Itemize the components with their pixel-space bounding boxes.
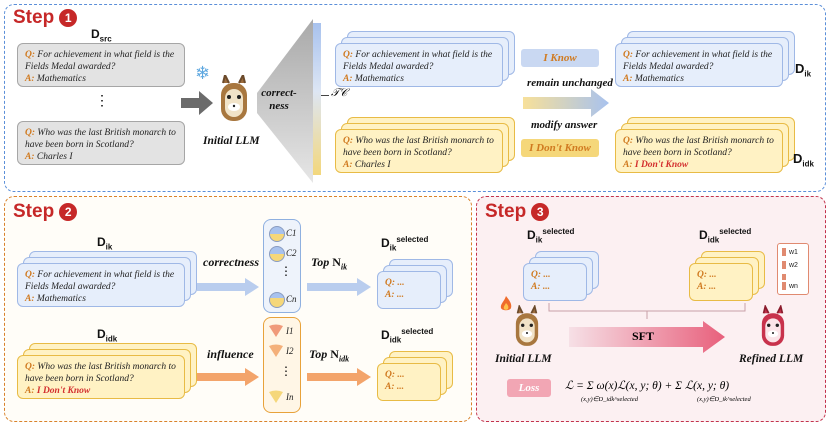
influence-cone-n <box>269 390 283 403</box>
score-circle-n <box>269 292 285 308</box>
in-label: In <box>286 392 294 402</box>
score-circle-1 <box>269 226 285 242</box>
src-card-2: Q: Who was the last British monarch to h… <box>17 121 185 165</box>
correctness-scores: C1 C2 ⋮ Cn <box>263 219 301 313</box>
sft-label: SFT <box>632 329 655 343</box>
c2-label: C2 <box>286 248 297 258</box>
step1-panel: Step 1 Dsrc Q: For achievement in what f… <box>4 4 826 192</box>
threshold-label: 𝒯𝒞 <box>331 87 348 99</box>
s2-sel-yellow-card: Q: ...A: ... <box>377 363 441 401</box>
sel-idk-label-3: Didkselected <box>699 227 752 245</box>
step3-title: Step 3 <box>485 201 550 223</box>
d-ik-label-1: Dik <box>795 61 812 79</box>
step2-title: Step 2 <box>13 201 78 223</box>
llama-refined-icon <box>761 305 785 346</box>
s3-blue-card: Q: ...A: ... <box>523 263 587 301</box>
step2-panel: Step 2 Dik Q: For achievement in what fi… <box>4 196 472 422</box>
remain-unchanged-label: remain unchanged <box>527 77 613 89</box>
correctness-arrow <box>197 278 259 296</box>
top-nidk-label: Top Nidk <box>309 347 350 364</box>
sum-subscript-2: (x,y)∈D_ik^selected <box>697 396 751 403</box>
correctness-label-1: correct- ness <box>261 87 297 112</box>
loss-badge: Loss <box>507 379 551 397</box>
i-know-pill: I Know <box>521 49 599 67</box>
step1-number: 1 <box>59 9 78 27</box>
correctness-funnel <box>257 19 313 183</box>
sum-subscript-1: (x,y)∈D_idk^selected <box>581 396 638 403</box>
step3-panel: Step 3 Dikselected Q: ...A: ... Didksele… <box>476 196 826 422</box>
top-nik-arrow <box>307 278 371 296</box>
transform-arrow <box>523 89 609 117</box>
s2-yellow-card: Q: Who was the last British monarch to h… <box>17 355 185 399</box>
influence-cone-2 <box>269 344 283 357</box>
threshold-tick <box>321 95 329 96</box>
gray-arrow <box>181 91 213 115</box>
llama-icon <box>221 75 247 121</box>
top-nidk-arrow <box>307 368 371 386</box>
c1-label: C1 <box>286 228 297 238</box>
right-yellow-card: Q: Who was the last British monarch to h… <box>615 129 783 173</box>
right-blue-card: Q: For achievement in what field is the … <box>615 43 783 87</box>
w1-label: w1 <box>789 249 798 256</box>
src-card-1: Q: For achievement in what field is the … <box>17 43 185 87</box>
d-idk-label-2: Didk <box>97 327 118 344</box>
influence-label: influence <box>207 347 254 361</box>
merge-bracket <box>548 303 746 319</box>
sel-ik-label-3: Dikselected <box>527 227 575 245</box>
s2-sel-blue-card: Q: ...A: ... <box>377 271 441 309</box>
threshold-bar <box>313 23 321 175</box>
step1-title: Step 1 <box>13 7 78 29</box>
influence-cone-1 <box>269 324 283 337</box>
w2-label: w2 <box>789 262 798 269</box>
step2-number: 2 <box>59 203 78 221</box>
s2-blue-card: Q: For achievement in what field is the … <box>17 263 185 307</box>
i-dont-know-pill: I Don't Know <box>521 139 599 157</box>
step3-number: 3 <box>531 203 550 221</box>
i2-label: I2 <box>286 346 294 356</box>
mid-yellow-card: Q: Who was the last British monarch to h… <box>335 129 503 173</box>
refined-llm-label: Refined LLM <box>739 353 804 365</box>
d-src-label: Dsrc <box>91 27 112 44</box>
c-ellipsis: ⋮ <box>280 264 292 278</box>
cn-label: Cn <box>286 294 297 304</box>
correctness-label-2: correctness <box>203 255 259 269</box>
llama-initial-icon <box>515 305 539 346</box>
weights-box: w1 w2 wn <box>777 243 809 295</box>
initial-llm-label-1: Initial LLM <box>203 135 260 147</box>
d-ik-label-2: Dik <box>97 235 113 252</box>
sel-ik-label-2: Dikselected <box>381 235 429 253</box>
loss-formula: ℒ = Σ ω(x)ℒ(x, y; θ) + Σ ℒ(x, y; θ) <box>565 380 730 392</box>
src-ellipsis: ⋮ <box>95 94 109 109</box>
flame-icon <box>500 296 512 311</box>
i-ellipsis: ⋮ <box>280 364 292 378</box>
influence-arrow <box>197 368 259 386</box>
i1-label: I1 <box>286 326 294 336</box>
snowflake-icon: ❄ <box>195 63 211 83</box>
mid-blue-card: Q: For achievement in what field is the … <box>335 43 503 87</box>
top-nik-label: Top Nik <box>311 255 348 272</box>
initial-llm-label-3: Initial LLM <box>495 353 552 365</box>
wn-label: wn <box>789 283 798 290</box>
modify-answer-label: modify answer <box>531 119 598 131</box>
d-idk-label-1: Didk <box>793 151 814 169</box>
sel-idk-label-2: Didkselected <box>381 327 434 345</box>
score-circle-2 <box>269 246 285 262</box>
s3-yellow-card: Q: ...A: ... <box>689 263 753 301</box>
sft-arrow <box>569 321 725 353</box>
influence-scores: I1 I2 ⋮ In <box>263 317 301 413</box>
